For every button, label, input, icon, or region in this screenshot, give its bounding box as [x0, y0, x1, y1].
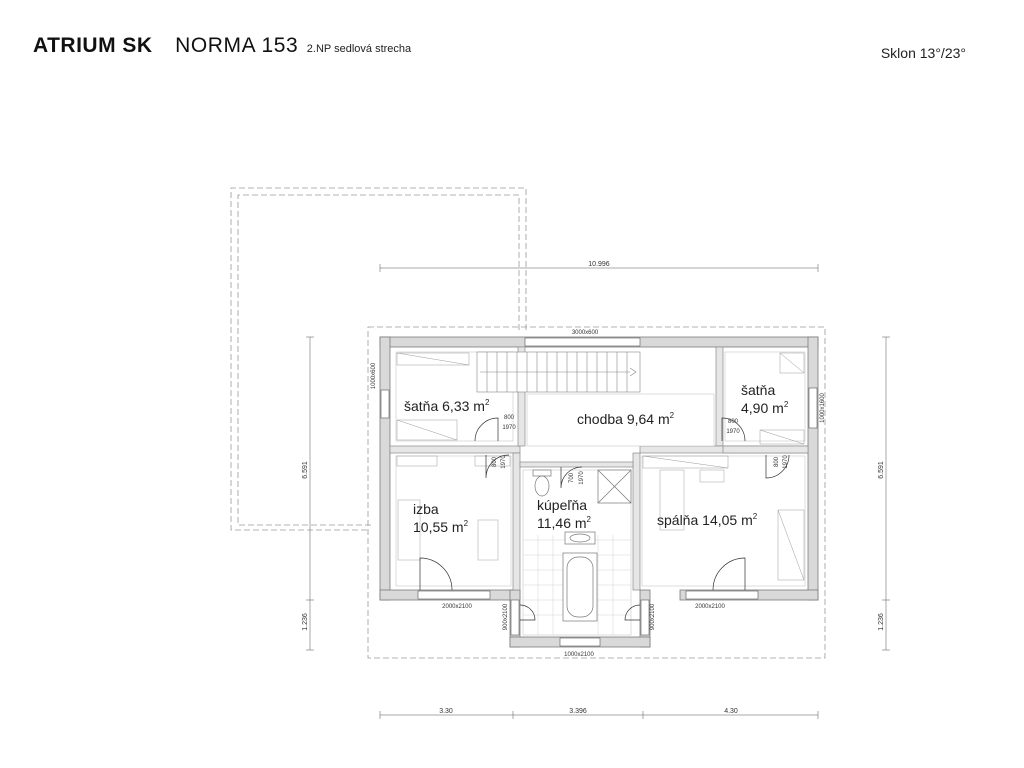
door-kupelna-height: 1970	[579, 471, 585, 485]
toilet-tank	[532, 469, 552, 477]
dim-right-height: 6.591	[878, 461, 885, 479]
room-label-izba: izba	[413, 501, 439, 517]
roof-slope: Sklon 13°/23°	[880, 45, 966, 61]
door-izba	[485, 454, 510, 479]
door-satna-left	[474, 417, 499, 442]
room-chodba	[526, 393, 715, 447]
room-label-satna-right: šatňa	[741, 382, 775, 398]
window-label-left: 1000x600	[371, 362, 377, 389]
room-label-spalna: spálňa 14,05 m2	[657, 512, 758, 528]
door-spalna-height: 1970	[783, 455, 789, 469]
roof-outline	[230, 187, 826, 659]
room-label-chodba: chodba 9,64 m2	[577, 411, 675, 427]
dimension-lines	[306, 264, 890, 719]
door-satna-right-width: 800	[728, 419, 739, 425]
floor-subtitle: 2.NP sedlová strecha	[306, 43, 412, 55]
model-name: NORMA 153	[175, 34, 299, 57]
dim-bottom-2: 3.396	[569, 708, 587, 715]
door-kupelna	[560, 466, 583, 489]
toilet-bowl	[534, 475, 550, 497]
door-swings	[419, 417, 790, 621]
room-area-satna-right: 4,90 m2	[741, 400, 789, 416]
dim-bottom-3: 4.30	[724, 708, 738, 715]
door-spalna	[765, 454, 790, 479]
door-izba-height: 1970	[501, 455, 507, 469]
room-area-izba: 10,55 m2	[413, 519, 469, 535]
spalna-bed	[659, 469, 685, 531]
bathroom-fixtures	[532, 469, 632, 622]
room-label-satna-left: šatňa 6,33 m2	[404, 398, 490, 414]
room-area-kupelna: 11,46 m2	[537, 515, 592, 531]
door-kupelna-width: 700	[569, 472, 575, 483]
dim-bottom-1: 3.30	[439, 708, 453, 715]
dim-right-lower: 1.236	[878, 613, 885, 631]
room-izba	[395, 455, 512, 587]
window-label-izba: 2000x2100	[442, 604, 472, 610]
window-label-bath-bottom: 1000x2100	[564, 652, 594, 658]
door-satna-right-height: 1970	[726, 429, 740, 435]
window-label-bath-left: 900x2100	[503, 603, 509, 630]
window-label-right: 1000x1600	[820, 392, 826, 422]
window-label-spalna: 2000x2100	[695, 604, 725, 610]
izba-bed	[397, 499, 421, 561]
izba-desk	[477, 519, 499, 561]
room-satna-right	[724, 351, 806, 442]
window-label-top: 3000x600	[572, 330, 599, 336]
door-spalna-exit	[712, 557, 746, 591]
staircase	[476, 351, 641, 393]
windows	[380, 337, 818, 647]
title-block: ATRIUM SK NORMA 153 2.NP sedlová strecha	[33, 34, 411, 58]
dim-left-lower: 1.236	[302, 613, 309, 631]
door-satna-right	[721, 417, 746, 442]
inner-walls	[389, 346, 809, 591]
dim-left-height: 6.591	[302, 461, 309, 479]
dim-top-overall: 10.996	[588, 261, 610, 268]
wardrobes	[396, 352, 805, 581]
room-label-kupelna: kúpeľňa	[537, 497, 587, 513]
window-label-bath-right: 900x2100	[650, 603, 656, 630]
brand-title: ATRIUM SK	[33, 34, 153, 57]
door-izba-width: 800	[492, 456, 498, 467]
furniture	[397, 469, 725, 561]
door-satna-left-height: 1970	[502, 425, 516, 431]
door-izba-exit	[419, 557, 453, 591]
door-satna-left-width: 800	[504, 415, 515, 421]
door-spalna-width: 800	[774, 456, 780, 467]
